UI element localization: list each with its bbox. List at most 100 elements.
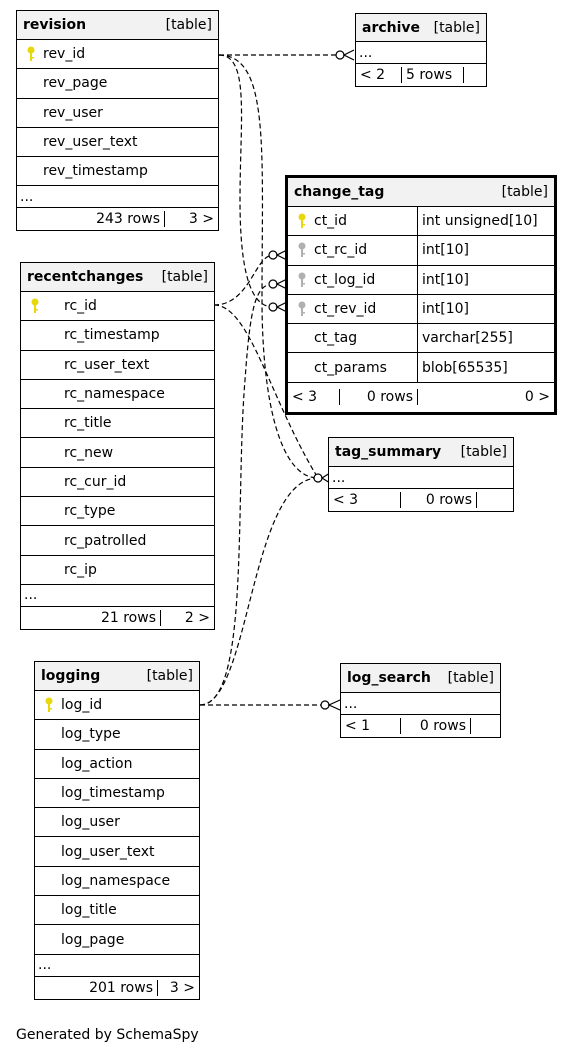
foreign-key-icon xyxy=(298,301,306,316)
column-row[interactable]: log_page xyxy=(35,925,199,955)
column-name: rc_id xyxy=(64,298,97,315)
column-row[interactable]: rc_ip xyxy=(21,556,214,585)
table-header: archive [table] xyxy=(356,14,486,42)
crowfoot-icon xyxy=(342,49,355,61)
link-end-circle xyxy=(268,302,278,312)
table-log-search[interactable]: log_search [table] ... < 1 0 rows xyxy=(340,663,501,738)
column-row[interactable]: rc_namespace xyxy=(21,380,214,410)
column-row[interactable]: ct_tag varchar[255] xyxy=(288,324,554,354)
table-header: change_tag [table] xyxy=(288,178,554,207)
children-count[interactable]: 3 > xyxy=(169,979,195,996)
link-logging-tag-summary xyxy=(199,477,319,706)
row-count: 0 rows xyxy=(340,389,418,406)
column-row[interactable]: rev_timestamp xyxy=(17,157,218,187)
column-row[interactable]: ct_rc_id int[10] xyxy=(288,236,554,266)
table-name[interactable]: tag_summary xyxy=(335,444,442,460)
table-name[interactable]: log_search xyxy=(347,670,431,686)
table-change-tag[interactable]: change_tag [table] ct_id int unsigned[10… xyxy=(285,175,557,416)
parents-count[interactable]: < 3 xyxy=(288,389,340,406)
link-end-circle xyxy=(268,250,278,260)
primary-key-icon xyxy=(298,213,306,228)
column-name: rc_namespace xyxy=(64,386,165,403)
column-row[interactable]: log_user_text xyxy=(35,837,199,867)
column-name: log_timestamp xyxy=(61,785,165,802)
row-count: 0 rows xyxy=(401,718,471,734)
column-row[interactable]: rc_id xyxy=(21,292,214,322)
column-row[interactable]: log_user xyxy=(35,808,199,838)
column-row[interactable]: rc_cur_id xyxy=(21,468,214,498)
link-revision-change-tag xyxy=(218,54,274,308)
table-logging[interactable]: logging [table] log_id log_type log_acti… xyxy=(34,661,200,1000)
table-footer: 21 rows 2 > xyxy=(21,607,214,629)
link-end-circle xyxy=(320,700,330,710)
table-header: logging [table] xyxy=(35,662,199,691)
column-name: ct_rev_id xyxy=(288,294,418,324)
table-type: [table] xyxy=(165,17,212,33)
table-footer: 243 rows 3 > xyxy=(17,208,218,230)
column-row[interactable]: rc_new xyxy=(21,438,214,468)
parents-count[interactable]: < 2 xyxy=(356,67,402,83)
table-name[interactable]: logging xyxy=(41,668,101,684)
table-revision[interactable]: revision [table] rev_id rev_page rev_use… xyxy=(16,10,219,232)
parents-count[interactable]: < 1 xyxy=(341,718,401,734)
table-tag-summary[interactable]: tag_summary [table] ... < 3 0 rows xyxy=(328,437,514,512)
link-end-circle xyxy=(335,50,345,60)
table-name[interactable]: recentchanges xyxy=(27,269,144,285)
column-name: ct_rc_id xyxy=(288,236,418,265)
column-row[interactable]: rev_id xyxy=(17,40,218,70)
column-name: rev_user xyxy=(43,104,103,121)
column-name: rc_user_text xyxy=(64,356,150,373)
column-row[interactable]: log_type xyxy=(35,720,199,750)
table-header: log_search [table] xyxy=(341,664,500,693)
column-type: int[10] xyxy=(422,271,469,288)
column-row[interactable]: rev_user xyxy=(17,99,218,128)
table-type: [table] xyxy=(161,269,208,285)
table-type: [table] xyxy=(146,668,193,684)
column-row[interactable]: ct_log_id int[10] xyxy=(288,265,554,295)
column-name: log_id xyxy=(61,697,103,714)
children-count[interactable]: 3 > xyxy=(188,211,214,228)
row-count: 21 rows xyxy=(75,609,161,626)
table-name[interactable]: revision xyxy=(23,17,87,33)
table-name[interactable]: change_tag xyxy=(294,184,385,200)
row-count: 201 rows xyxy=(69,979,158,996)
column-name: log_namespace xyxy=(61,872,171,889)
column-row[interactable]: log_timestamp xyxy=(35,779,199,809)
column-name: ct_log_id xyxy=(288,265,418,294)
column-row[interactable]: rc_title xyxy=(21,409,214,439)
column-row[interactable]: ct_params blob[65535] xyxy=(288,353,554,383)
table-type: [table] xyxy=(501,184,548,200)
column-row[interactable]: rc_patrolled xyxy=(21,526,214,556)
table-type: [table] xyxy=(433,19,480,36)
table-header: tag_summary [table] xyxy=(329,438,513,467)
column-row[interactable]: rev_page xyxy=(17,69,218,99)
column-name: rc_ip xyxy=(64,561,97,578)
column-name: rev_timestamp xyxy=(43,163,148,180)
table-archive[interactable]: archive [table] ... < 2 5 rows xyxy=(355,13,487,87)
column-row[interactable]: rc_user_text xyxy=(21,351,214,380)
column-row[interactable]: rev_user_text xyxy=(17,128,218,158)
column-row[interactable]: log_id xyxy=(35,691,199,721)
column-row[interactable]: rc_type xyxy=(21,497,214,527)
column-row[interactable]: log_action xyxy=(35,750,199,779)
column-row[interactable]: ct_rev_id int[10] xyxy=(288,294,554,325)
table-recentchanges[interactable]: recentchanges [table] rc_id rc_timestamp… xyxy=(20,262,215,630)
parents-count[interactable]: < 3 xyxy=(329,492,401,508)
column-row[interactable]: log_namespace xyxy=(35,867,199,897)
table-header: recentchanges [table] xyxy=(21,263,214,292)
link-end-circle xyxy=(268,279,278,289)
column-name: rev_id xyxy=(43,46,86,63)
row-count: 0 rows xyxy=(401,492,477,508)
children-count[interactable]: 2 > xyxy=(184,609,210,626)
column-row[interactable]: ct_id int unsigned[10] xyxy=(288,207,554,237)
foreign-key-icon xyxy=(298,242,306,258)
column-type: int[10] xyxy=(422,242,469,259)
column-row[interactable]: log_title xyxy=(35,896,199,926)
more-columns: ... xyxy=(17,186,218,209)
table-name[interactable]: archive xyxy=(362,19,421,36)
column-row[interactable]: rc_timestamp xyxy=(21,321,214,351)
column-name: rc_timestamp xyxy=(64,327,160,344)
children-count[interactable]: 0 > xyxy=(524,389,550,406)
more-columns: ... xyxy=(35,955,199,977)
column-name: rc_title xyxy=(64,415,112,432)
